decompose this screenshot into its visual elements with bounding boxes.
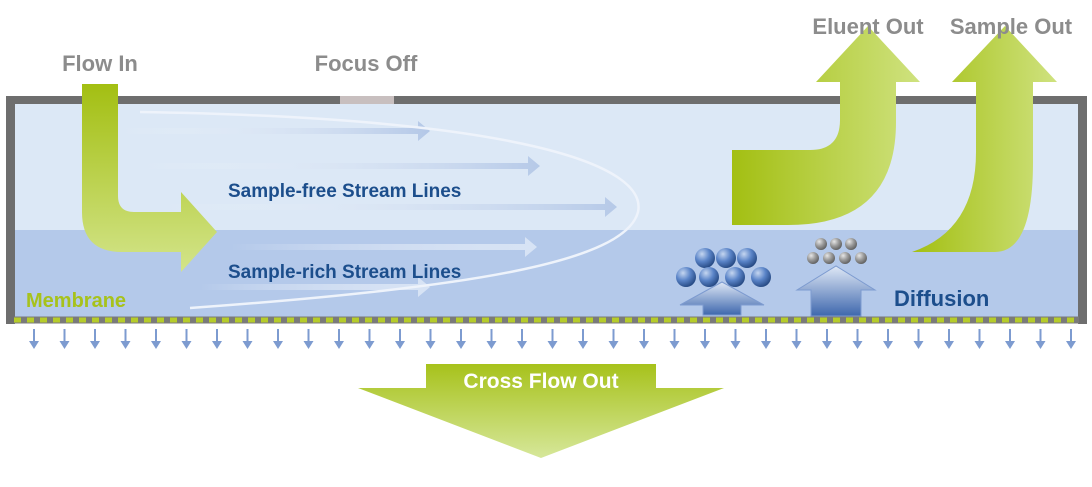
permeation-arrow-head bbox=[212, 341, 222, 349]
flow-in-arrow bbox=[82, 84, 217, 272]
permeation-arrow-head bbox=[547, 341, 558, 349]
permeation-arrow-head bbox=[578, 341, 588, 349]
particle-small bbox=[815, 238, 827, 250]
membrane: Membrane bbox=[14, 290, 1079, 324]
permeation-arrow-head bbox=[395, 341, 405, 349]
permeation-arrow-head bbox=[669, 341, 680, 349]
channel-frame-right bbox=[1078, 96, 1087, 324]
stream-arrow bbox=[120, 121, 430, 141]
permeation-arrow-head bbox=[883, 341, 893, 349]
particle-large bbox=[737, 248, 757, 268]
particle-small bbox=[855, 252, 867, 264]
sample-free-label: Sample-free Stream Lines bbox=[228, 181, 461, 202]
permeation-arrow-head bbox=[1035, 341, 1046, 349]
particle-large bbox=[699, 267, 719, 287]
permeation-arrow-head bbox=[486, 341, 497, 349]
membrane-label: Membrane bbox=[26, 290, 126, 312]
diffusion-arrow-large bbox=[679, 281, 765, 316]
flow-in-label: Flow In bbox=[62, 51, 138, 76]
stream-lines bbox=[120, 110, 640, 310]
stream-arrow bbox=[140, 156, 540, 176]
particle-large bbox=[725, 267, 745, 287]
eluent-out-arrow bbox=[732, 26, 920, 225]
permeation-arrow-head bbox=[425, 341, 436, 349]
particle-large bbox=[695, 248, 715, 268]
permeation-arrow-head bbox=[791, 341, 802, 349]
channel-frame-top bbox=[6, 96, 1087, 104]
permeation-arrow-head bbox=[608, 341, 619, 349]
particle-large bbox=[751, 267, 771, 287]
permeation-arrow-head bbox=[364, 341, 375, 349]
small-particles bbox=[807, 238, 867, 264]
permeation-arrow-head bbox=[181, 341, 192, 349]
permeation-arrow-head bbox=[700, 341, 710, 349]
channel-frame-left bbox=[6, 96, 15, 324]
permeation-arrow-head bbox=[822, 341, 832, 349]
channel bbox=[6, 96, 1087, 324]
permeation-arrow-head bbox=[974, 341, 985, 349]
particle-large bbox=[676, 267, 696, 287]
diffusion-arrow-small bbox=[795, 265, 877, 317]
permeation-arrow-head bbox=[303, 341, 314, 349]
sample-rich-label: Sample-rich Stream Lines bbox=[228, 262, 461, 283]
permeation-arrow-head bbox=[639, 341, 649, 349]
permeation-arrow-head bbox=[334, 341, 344, 349]
cross-flow-out-arrow bbox=[358, 364, 724, 458]
stream-arrow bbox=[200, 277, 430, 297]
permeation-arrow-head bbox=[90, 341, 100, 349]
particle-small bbox=[839, 252, 851, 264]
permeation-arrow-head bbox=[852, 341, 863, 349]
permeation-arrow-head bbox=[1066, 341, 1076, 349]
stream-arrow bbox=[230, 237, 537, 257]
permeation-arrows bbox=[29, 329, 1076, 349]
permeation-arrow-head bbox=[29, 341, 39, 349]
stream-arrow bbox=[160, 197, 617, 217]
particle-small bbox=[807, 252, 819, 264]
focus-off-label: Focus Off bbox=[315, 51, 418, 76]
permeation-arrow-head bbox=[761, 341, 771, 349]
permeation-arrow-head bbox=[517, 341, 527, 349]
permeation-arrow-head bbox=[456, 341, 466, 349]
sample-out-arrow bbox=[912, 26, 1057, 252]
eluent-out-label: Eluent Out bbox=[812, 14, 924, 39]
particle-large bbox=[716, 248, 736, 268]
particle-small bbox=[830, 238, 842, 250]
permeation-arrow-head bbox=[730, 341, 741, 349]
particle-small bbox=[845, 238, 857, 250]
permeation-arrow-head bbox=[944, 341, 954, 349]
diffusion-label: Diffusion bbox=[894, 286, 989, 311]
permeation-arrow-head bbox=[120, 341, 131, 349]
sample-out-label: Sample Out bbox=[950, 14, 1073, 39]
permeation-arrow-head bbox=[273, 341, 283, 349]
permeation-arrow-head bbox=[913, 341, 924, 349]
permeation-arrow-head bbox=[242, 341, 253, 349]
permeation-arrow-head bbox=[1005, 341, 1015, 349]
focus-port bbox=[340, 96, 394, 104]
particle-small bbox=[823, 252, 835, 264]
permeation-arrow-head bbox=[151, 341, 161, 349]
focus-loop-curve bbox=[139, 110, 640, 310]
cross-flow-out-label: Cross Flow Out bbox=[463, 370, 618, 393]
large-particles bbox=[676, 248, 771, 287]
permeation-arrow-head bbox=[59, 341, 70, 349]
